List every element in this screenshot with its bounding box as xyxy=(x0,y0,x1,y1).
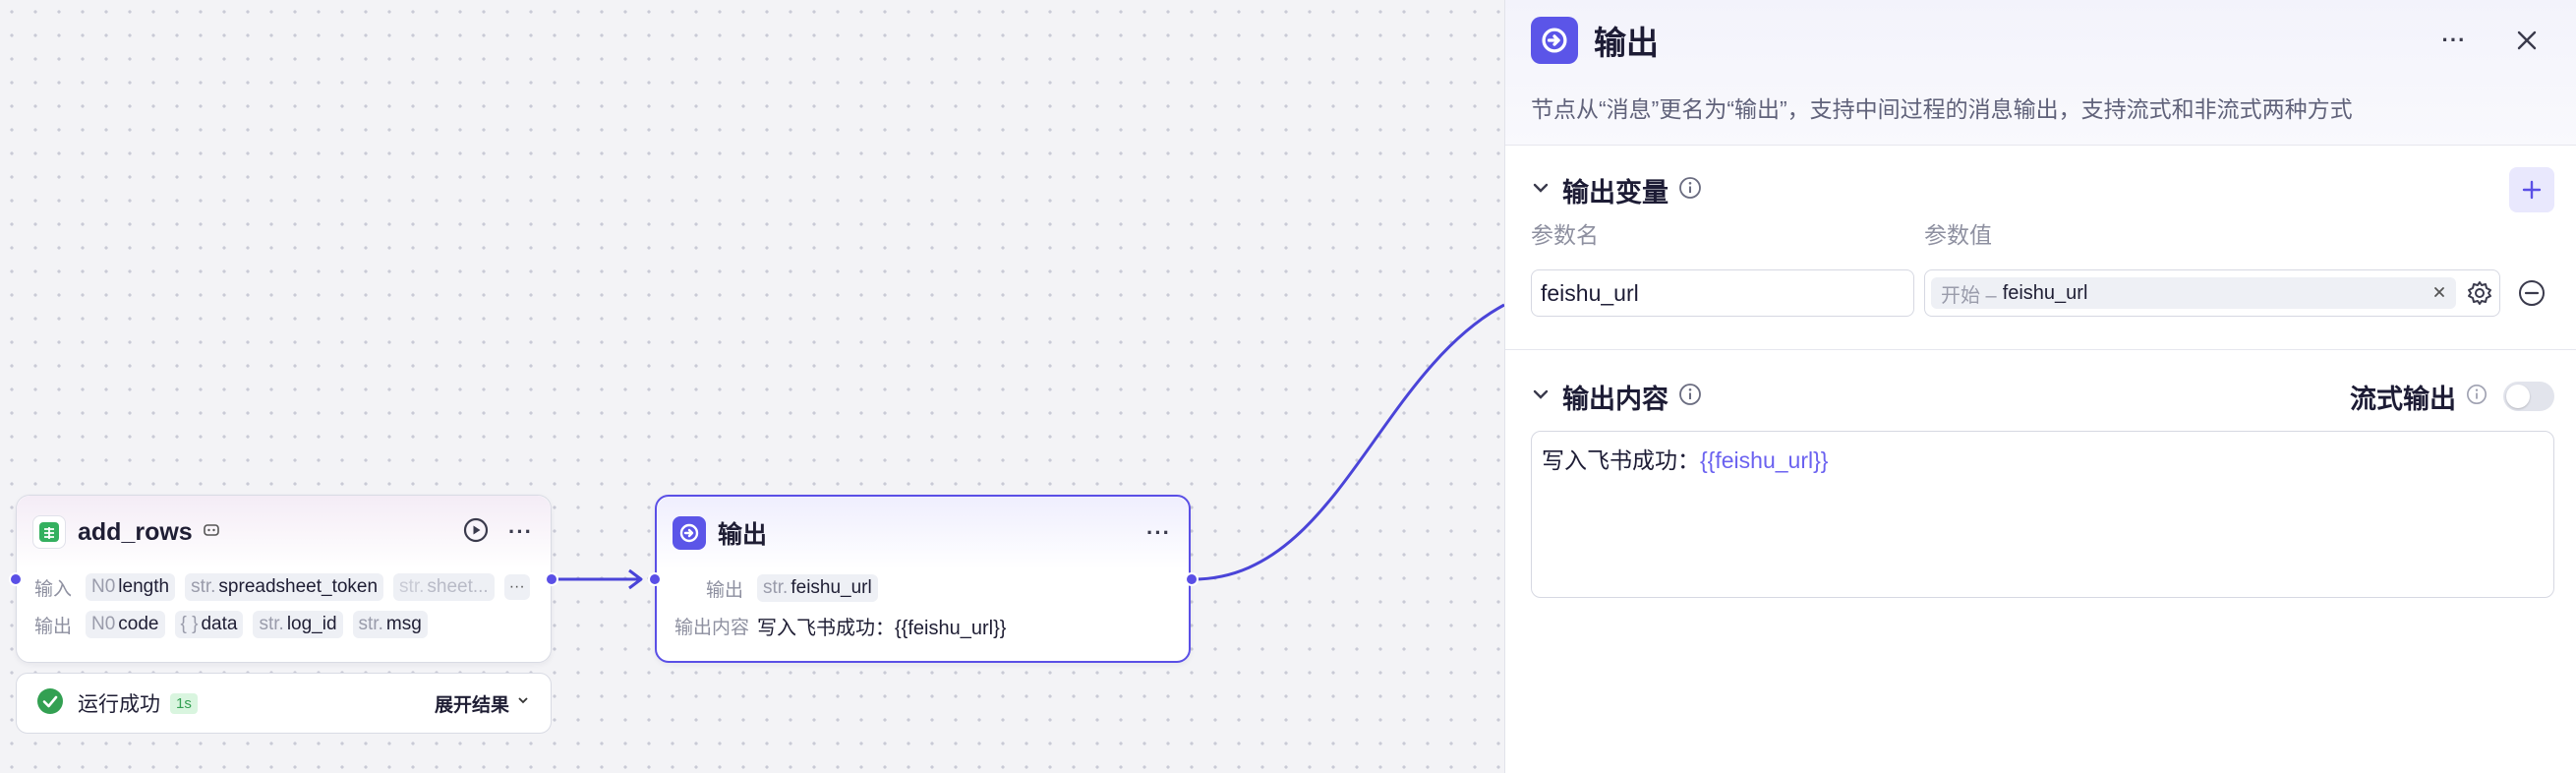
output-port[interactable] xyxy=(1185,572,1199,586)
output-variables-section: 输出变量 参数名 参数值 feishu_url 开始 – feishu_url xyxy=(1505,146,2576,349)
panel-description: 节点从“消息”更名为“输出”，支持中间过程的消息输出，支持流式和非流式两种方式 xyxy=(1531,96,2353,122)
input-port[interactable] xyxy=(9,572,23,586)
panel-title: 输出 xyxy=(1594,25,1659,61)
output-content-editor[interactable]: 写入飞书成功：{{feishu_url}} xyxy=(1531,431,2554,598)
content-text: 写入飞书成功： xyxy=(1542,447,1700,473)
output-tag: { }data xyxy=(174,611,244,638)
chevron-down-icon xyxy=(515,692,531,714)
node-output[interactable]: 输出 ··· 输出 str.feishu_url 输出内容 写入飞书成功：{{f… xyxy=(655,495,1191,663)
output-label: 输出 xyxy=(705,579,743,601)
content-variable: {{feishu_url}} xyxy=(1700,447,1829,473)
node-content-row: 输出内容 写入飞书成功：{{feishu_url}} xyxy=(657,607,1189,644)
content-value: 写入飞书成功：{{feishu_url}} xyxy=(757,617,1007,639)
param-column-headers: 参数名 参数值 xyxy=(1531,216,2554,250)
node-title: 输出 xyxy=(718,521,768,549)
output-node-icon xyxy=(673,516,706,550)
param-name-input[interactable]: feishu_url xyxy=(1531,269,1914,317)
add-variable-button[interactable] xyxy=(2509,167,2554,212)
panel-header: 输出 ··· 节点从“消息”更名为“输出”，支持中间过程的消息输出，支持流式和非… xyxy=(1505,0,2576,146)
remove-param-icon[interactable] xyxy=(2518,279,2546,307)
node-header: add_rows ··· xyxy=(17,496,551,568)
col-param-value: 参数值 xyxy=(1924,222,1992,248)
param-value-selector[interactable]: 开始 – feishu_url xyxy=(1924,269,2500,317)
variable-ref-chip: 开始 – feishu_url xyxy=(1931,277,2456,309)
node-menu-icon[interactable]: ··· xyxy=(508,519,533,544)
run-status-bar: 运行成功 1s 展开结果 xyxy=(16,673,552,734)
expand-results-label: 展开结果 xyxy=(434,694,509,716)
ref-variable: feishu_url xyxy=(2002,281,2088,304)
node-title: add_rows xyxy=(78,517,193,546)
close-icon[interactable] xyxy=(2507,21,2547,60)
collapse-chevron-icon[interactable] xyxy=(1531,385,1551,409)
info-icon[interactable] xyxy=(2466,384,2488,410)
node-output-row: 输出 str.feishu_url xyxy=(657,569,1189,607)
plugin-icon xyxy=(203,521,220,544)
run-time-badge: 1s xyxy=(170,692,198,714)
edge-output-to-next xyxy=(1192,303,1505,581)
node-menu-icon[interactable]: ··· xyxy=(1146,520,1171,545)
more-inputs-button[interactable]: ··· xyxy=(503,574,530,600)
settings-icon[interactable] xyxy=(2466,279,2493,307)
success-check-icon xyxy=(36,687,64,720)
stream-output-toggle[interactable] xyxy=(2503,382,2554,411)
col-param-name: 参数名 xyxy=(1531,222,1599,248)
collapse-chevron-icon[interactable] xyxy=(1531,178,1551,203)
stream-output-label: 流式输出 xyxy=(2350,384,2456,414)
input-tag: str.spreadsheet_token xyxy=(185,573,384,601)
section-title: 输出变量 xyxy=(1562,177,1669,208)
input-tag: str.sheet... xyxy=(393,573,495,601)
param-row: feishu_url 开始 – feishu_url xyxy=(1531,269,2554,317)
edges-layer xyxy=(554,303,1505,590)
run-status-text: 运行成功 xyxy=(78,693,160,716)
output-tag: str.feishu_url xyxy=(757,574,878,602)
edge-arrowhead xyxy=(628,568,643,590)
input-port[interactable] xyxy=(648,572,662,586)
output-port[interactable] xyxy=(545,572,558,586)
expand-results-button[interactable]: 展开结果 xyxy=(435,690,531,717)
output-tag: str.msg xyxy=(352,611,428,638)
content-label: 输出内容 xyxy=(674,617,750,638)
output-tag: str.log_id xyxy=(253,611,343,638)
node-config-panel: 输出 ··· 节点从“消息”更名为“输出”，支持中间过程的消息输出，支持流式和非… xyxy=(1504,0,2576,773)
info-icon[interactable] xyxy=(1678,383,1702,411)
inputs-label: 输入 xyxy=(34,578,73,600)
output-node-icon xyxy=(1531,17,1578,64)
info-icon[interactable] xyxy=(1678,176,1702,205)
spreadsheet-icon xyxy=(32,515,66,549)
section-title: 输出内容 xyxy=(1562,384,1669,414)
outputs-label: 输出 xyxy=(34,616,73,637)
section-divider xyxy=(1505,349,2576,350)
clear-ref-icon[interactable] xyxy=(2432,282,2446,305)
run-node-icon[interactable] xyxy=(463,517,489,548)
ref-source: 开始 – xyxy=(1941,284,1997,307)
output-content-section: 输出内容 流式输出 写入飞书成功：{{feishu_url}} xyxy=(1505,350,2576,598)
node-header: 输出 ··· xyxy=(657,497,1189,569)
panel-menu-icon[interactable]: ··· xyxy=(2441,28,2467,52)
